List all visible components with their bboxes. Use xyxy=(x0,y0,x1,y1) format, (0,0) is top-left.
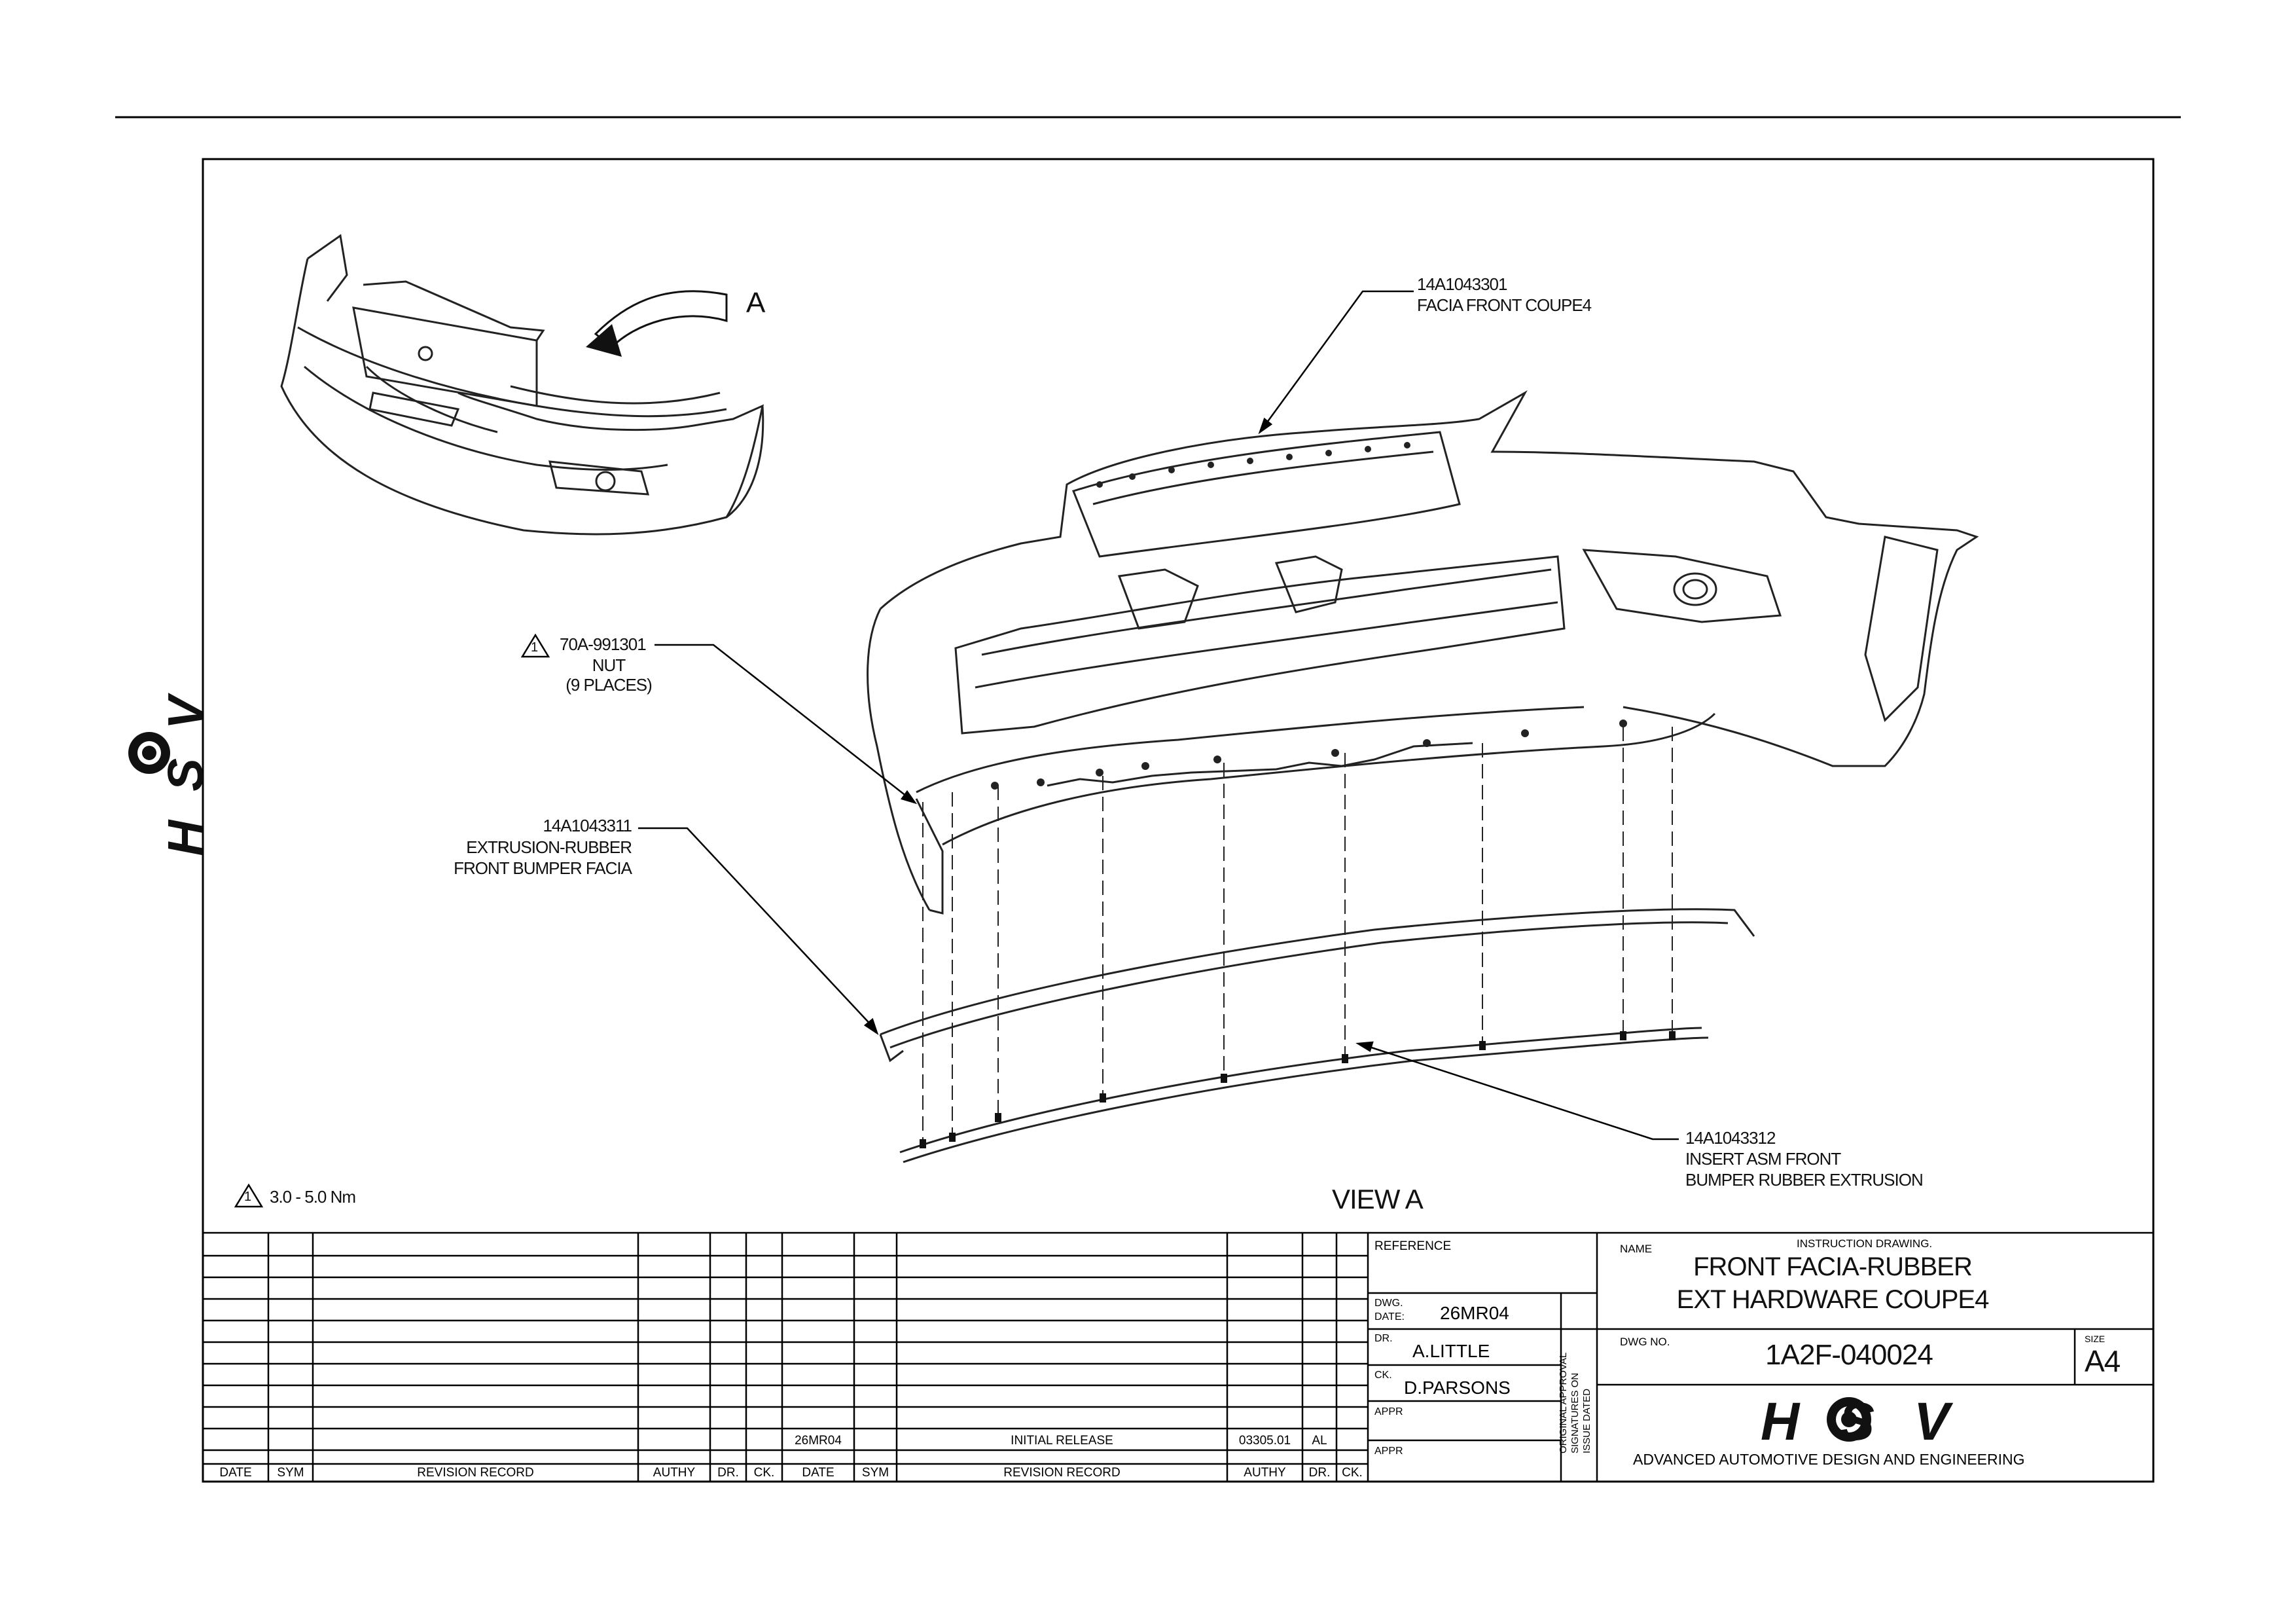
rev-header-authy-right: AUTHY xyxy=(1244,1466,1286,1480)
dr-value: A.LITTLE xyxy=(1412,1341,1490,1361)
appr-label-2: APPR xyxy=(1374,1446,1403,1457)
title-block-grid xyxy=(202,1231,2155,1483)
ck-value: D.PARSONS xyxy=(1404,1377,1511,1398)
name-label: NAME xyxy=(1620,1243,1653,1255)
callout-facia-desc: FACIA FRONT COUPE4 xyxy=(1417,295,1592,315)
callout-extrusion-line1: EXTRUSION-RUBBER xyxy=(466,837,632,857)
insert-strip-illustration xyxy=(899,1027,1709,1163)
rev-header-date-left: DATE xyxy=(219,1466,252,1480)
callout-insert-line2: BUMPER RUBBER EXTRUSION xyxy=(1685,1170,1924,1190)
approval-note-line3: ISSUE DATED xyxy=(1581,1389,1592,1453)
callout-extrusion-part: 14A1043311 xyxy=(543,816,632,835)
view-label: VIEW A xyxy=(1332,1184,1424,1214)
dwg-date-label-2: DATE: xyxy=(1374,1311,1405,1322)
rev-header-sym-left: SYM xyxy=(277,1466,304,1480)
note-marker-nut: 1 xyxy=(531,640,538,655)
rev-header-record-right: REVISION RECORD xyxy=(1003,1466,1121,1480)
size-label: SIZE xyxy=(2085,1334,2106,1344)
callout-nut-qty: (9 PLACES) xyxy=(565,675,653,695)
note-triangle-torque xyxy=(234,1183,264,1208)
titleblock-hsv-logo xyxy=(1827,1397,1871,1442)
dr-label: DR. xyxy=(1374,1333,1393,1344)
rev-header-sym-right: SYM xyxy=(861,1466,889,1480)
rev-header-date-right: DATE xyxy=(802,1466,834,1480)
callout-nut-desc: NUT xyxy=(592,655,626,675)
callout-insert-part: 14A1043312 xyxy=(1685,1128,1776,1148)
fastener-centerlines xyxy=(922,727,1673,1139)
rev-header-authy-left: AUTHY xyxy=(653,1466,696,1480)
side-logo-text: HSV xyxy=(158,667,214,856)
drawing-title-line1: FRONT FACIA-RUBBER xyxy=(1693,1252,1973,1281)
torque-note: 3.0 - 5.0 Nm xyxy=(270,1187,356,1207)
drawing-title-line2: EXT HARDWARE COUPE4 xyxy=(1676,1285,1990,1314)
rev-entry-date: 26MR04 xyxy=(795,1434,842,1448)
dwg-date-value: 26MR04 xyxy=(1440,1303,1509,1323)
company-name: ADVANCED AUTOMOTIVE DESIGN AND ENGINEERI… xyxy=(1633,1451,2025,1468)
drawing-border xyxy=(202,158,2155,1483)
fastener-studs xyxy=(920,1031,1676,1148)
rev-header-record-left: REVISION RECORD xyxy=(417,1466,534,1480)
rev-entry-authy: 03305.01 xyxy=(1238,1434,1291,1448)
appr-label-1: APPR xyxy=(1374,1406,1403,1417)
titleblock-logo-text: HSV xyxy=(1761,1392,1989,1451)
leader-lines xyxy=(638,290,1679,1140)
rubber-extrusion-illustration xyxy=(879,908,1755,1063)
ck-label: CK. xyxy=(1374,1370,1392,1381)
rev-header-ck-right: CK. xyxy=(1342,1466,1363,1480)
dwg-no-value: 1A2F-040024 xyxy=(1765,1339,1933,1371)
dwg-no-label: DWG NO. xyxy=(1620,1336,1670,1348)
dwg-date-label-1: DWG. xyxy=(1374,1298,1403,1309)
bumper-fastener-dots xyxy=(991,442,1627,790)
callout-facia-part: 14A1043301 xyxy=(1417,274,1507,294)
rev-header-ck-left: CK. xyxy=(753,1466,775,1480)
note-triangle-nut xyxy=(520,633,550,658)
rev-entry-dr: AL xyxy=(1312,1434,1327,1448)
callout-nut-part: 70A-991301 xyxy=(560,634,647,654)
size-value: A4 xyxy=(2085,1344,2121,1378)
rev-header-dr-left: DR. xyxy=(717,1466,739,1480)
bumper-inset-illustration xyxy=(280,234,764,536)
view-a-arrow xyxy=(586,290,728,357)
view-arrow-label: A xyxy=(746,287,765,319)
side-hsv-logo xyxy=(128,732,170,774)
approval-note-line1: ORIGINAL APPROVAL xyxy=(1558,1352,1569,1453)
bumper-main-illustration xyxy=(867,390,1979,915)
approval-note-line2: SIGNATURES ON xyxy=(1570,1372,1581,1453)
reference-label: REFERENCE xyxy=(1374,1239,1452,1253)
rev-header-dr-right: DR. xyxy=(1308,1466,1331,1480)
callout-extrusion-line2: FRONT BUMPER FACIA xyxy=(454,858,632,878)
drawing-type: INSTRUCTION DRAWING. xyxy=(1797,1237,1933,1250)
note-marker-torque: 1 xyxy=(244,1190,251,1204)
callout-insert-line1: INSERT ASM FRONT xyxy=(1685,1149,1841,1169)
approval-note: ORIGINAL APPROVAL SIGNATURES ON ISSUE DA… xyxy=(1558,1349,1597,1453)
rev-entry-record: INITIAL RELEASE xyxy=(1011,1434,1113,1448)
